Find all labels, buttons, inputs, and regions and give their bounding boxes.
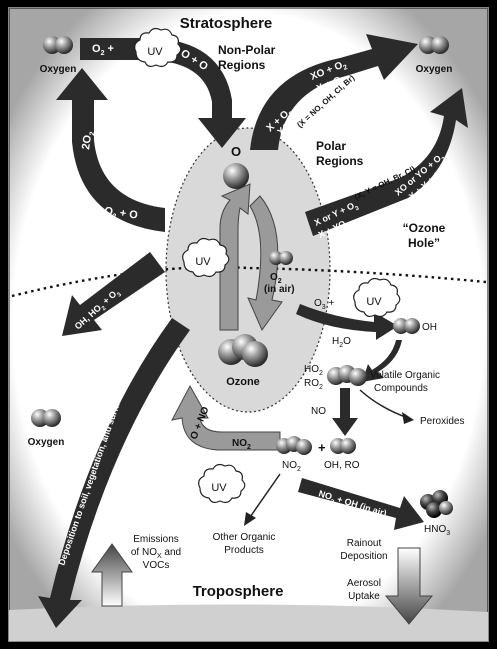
troposphere-title: Troposphere [193,583,284,600]
rainout-label-2: Deposition [340,551,387,562]
catalytic-destruction-arrow [250,34,418,150]
photolysis-arrow [80,38,246,148]
deposition-arrow [38,318,190,628]
plus-sign: + [318,440,326,455]
h2o-label: H2O [332,336,351,349]
ro2-label: RO2 [304,378,323,391]
oh-molecule [393,318,420,334]
2o2-label: 2O2 [80,130,96,150]
o2-air-text: O [270,272,278,283]
uv-label-mid: UV [195,256,211,268]
o2-air-sub: 2 [278,278,282,285]
ho2-label: HO2 [304,364,323,377]
no2-molecule [276,436,312,455]
uv-cloud-bottom: UV [198,463,246,504]
aerosol-label-1: Aerosol [347,578,381,589]
rainout-label-1: Rainout [347,538,382,549]
other-organic-arrowhead [244,512,256,526]
voc-label-1: Volatile Organic [370,370,440,381]
ozone-hole-label-2: Hole” [408,236,440,250]
hno3-label: HNO3 [424,524,450,537]
ozone-molecule [218,334,268,367]
cycle-down-arrow [247,195,283,332]
o2-uv-formula: O2 + [92,43,114,57]
voc-label-2: Compounds [374,383,428,394]
o3-plus-o-label: O3 + O [103,205,139,224]
non-polar-label-2: Regions [218,58,266,72]
o-atom-label: O [231,144,241,159]
oh-ro-molecule [330,438,356,454]
polar-label-2: Regions [316,154,364,168]
no-label: NO [311,406,326,417]
oxygen-molecule-left [31,409,61,427]
rainout-arrow [384,547,434,625]
polar-destruction-arrow [305,88,468,236]
polar-label-1: Polar [316,139,346,153]
uv-label-bottom: UV [211,482,227,494]
ozone-hole-label-1: “Ozone [403,221,446,235]
recombination-arrow [56,68,165,232]
ro2-to-no2-arrow [332,388,358,436]
peroxides-arrowhead [402,412,414,424]
emissions-label-1: Emissions [133,534,179,545]
hno3-arrow [298,478,424,530]
oh-ro-label: OH, RO [324,460,360,471]
emissions-label-3: VOCs [143,560,170,571]
no2-grey-label: NO2 [232,438,251,451]
stratosphere-title: Stratosphere [180,15,273,32]
ro2-molecule [327,365,367,386]
uv-label-top: UV [147,46,163,58]
oxygen-label-top-left: Oxygen [40,64,77,75]
o2-air-label: O2 [270,272,282,285]
no2-label: NO2 [282,460,301,473]
oxygen-molecule-top-right [419,36,449,54]
o3-plus-label: O3 + [314,298,334,311]
oxygen-label-top-right: Oxygen [416,64,453,75]
other-organic-label-1: Other Organic [213,532,276,543]
hno3-molecule [420,490,453,518]
oh-to-ro2-arrow [362,340,402,382]
uv-cloud-top: UV [134,27,182,68]
oxygen-molecule-top-left [43,36,73,54]
cycle-up-arrow [219,183,251,331]
o2-molecule-in-air [269,251,293,265]
uv-cloud-mid: UV [182,237,230,278]
aerosol-label-2: Uptake [348,591,380,602]
ozone-label: Ozone [226,376,260,388]
o3-to-oh-arrow [296,304,398,340]
emissions-arrow [91,543,133,607]
o2-air-note: (in air) [264,284,295,295]
emissions-label-2: of NOX and [131,547,181,560]
peroxides-label: Peroxides [420,416,464,427]
oxygen-atom [223,163,249,189]
ground [9,604,488,641]
oxygen-label-left: Oxygen [28,437,65,448]
hox-arrow [62,252,165,336]
other-organic-label-2: Products [224,545,263,556]
uv-cloud-tropo: UV [353,277,401,318]
no2-photolysis-arrow [171,384,281,451]
non-polar-label-1: Non-Polar [218,43,276,57]
uv-label-tropo: UV [366,296,382,308]
oh-label: OH [422,322,437,333]
